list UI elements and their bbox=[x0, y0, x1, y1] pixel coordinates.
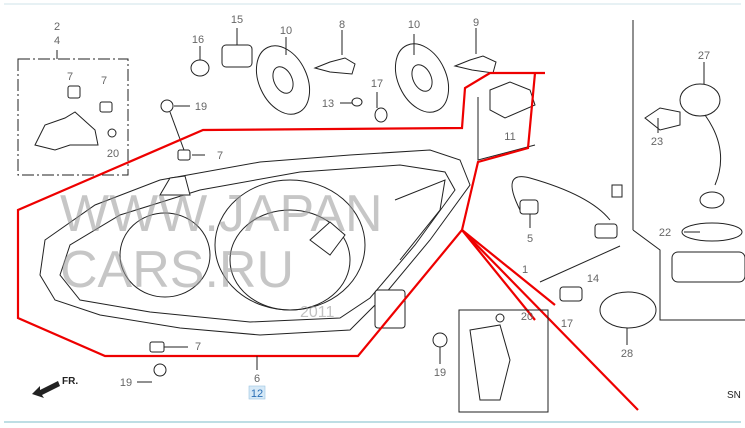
bracket-1[interactable] bbox=[469, 324, 511, 401]
callout-16[interactable]: 16 bbox=[192, 34, 204, 46]
callout-5[interactable]: 5 bbox=[527, 233, 533, 245]
callout-4[interactable]: 4 bbox=[54, 35, 60, 47]
socket-17[interactable] bbox=[559, 286, 583, 302]
callout-15[interactable]: 15 bbox=[231, 14, 243, 26]
clip-nut-7[interactable] bbox=[67, 85, 81, 99]
callout-19[interactable]: 19 bbox=[434, 367, 446, 379]
callout-8[interactable]: 8 bbox=[339, 19, 345, 31]
watermark-year: 2011 bbox=[300, 304, 335, 321]
adjuster-bracket[interactable] bbox=[374, 289, 406, 329]
front-arrow-icon bbox=[32, 381, 60, 398]
screw-20[interactable] bbox=[495, 313, 505, 323]
callout-2[interactable]: 2 bbox=[54, 21, 60, 33]
callout-28[interactable]: 28 bbox=[621, 348, 633, 360]
diagram-code: SN bbox=[727, 390, 741, 401]
callout-13[interactable]: 13 bbox=[322, 98, 334, 110]
bracket-kit-box bbox=[17, 50, 129, 176]
bracket-box bbox=[458, 309, 549, 413]
front-label: FR. bbox=[62, 376, 78, 387]
mount-bracket[interactable] bbox=[34, 111, 99, 151]
ballast[interactable] bbox=[671, 251, 745, 283]
callouts: 2 4 7 7 20 16 15 10 8 10 9 19 13 17 11 7… bbox=[54, 14, 710, 400]
screw-20[interactable] bbox=[107, 128, 117, 138]
clip-nut-7[interactable] bbox=[177, 149, 191, 161]
callout-27[interactable]: 27 bbox=[698, 50, 710, 62]
callout-7[interactable]: 7 bbox=[195, 341, 201, 353]
harness-5[interactable] bbox=[519, 199, 539, 215]
callout-6[interactable]: 6 bbox=[254, 373, 260, 385]
highlight-line bbox=[461, 229, 536, 321]
selected-callout-highlight bbox=[248, 385, 266, 400]
callout-7[interactable]: 7 bbox=[67, 71, 73, 83]
bulb-9[interactable] bbox=[453, 55, 497, 74]
bulb-8[interactable] bbox=[313, 57, 356, 75]
callout-10[interactable]: 10 bbox=[408, 19, 420, 31]
bulb-16[interactable] bbox=[190, 59, 210, 77]
callout-20[interactable]: 20 bbox=[107, 148, 119, 160]
bolt-19[interactable] bbox=[160, 99, 174, 113]
right-components bbox=[149, 20, 745, 413]
callout-7[interactable]: 7 bbox=[101, 75, 107, 87]
callout-7[interactable]: 7 bbox=[217, 150, 223, 162]
callout-12[interactable]: 12 bbox=[251, 388, 263, 400]
callout-1[interactable]: 1 bbox=[522, 264, 528, 276]
socket-15[interactable] bbox=[221, 44, 253, 68]
leader-lines bbox=[137, 28, 705, 383]
igniter-27[interactable] bbox=[679, 83, 721, 117]
callout-19[interactable]: 19 bbox=[195, 101, 207, 113]
callout-11[interactable]: 11 bbox=[504, 131, 515, 143]
callout-22[interactable]: 22 bbox=[659, 227, 671, 239]
highlight-outline bbox=[16, 71, 545, 358]
bulb-13[interactable] bbox=[351, 97, 363, 107]
top-components bbox=[160, 43, 536, 161]
clip-nut-7[interactable] bbox=[99, 101, 113, 113]
connector[interactable] bbox=[594, 223, 618, 239]
callout-17[interactable]: 17 bbox=[561, 318, 573, 330]
callout-17[interactable]: 17 bbox=[371, 78, 383, 90]
callout-9[interactable]: 9 bbox=[473, 17, 479, 29]
side-marker-28[interactable] bbox=[599, 291, 657, 329]
front-direction-indicator: FR. bbox=[32, 376, 78, 398]
highlight-line bbox=[461, 229, 556, 306]
callout-23[interactable]: 23 bbox=[651, 136, 663, 148]
bolt-19[interactable] bbox=[432, 332, 448, 348]
headlight-assembly[interactable] bbox=[39, 149, 471, 336]
socket-17[interactable] bbox=[374, 107, 388, 123]
callout-10[interactable]: 10 bbox=[280, 25, 292, 37]
bolt-19[interactable] bbox=[153, 363, 167, 377]
bulb-23[interactable] bbox=[644, 107, 681, 131]
clip-nut-7[interactable] bbox=[149, 341, 165, 353]
callout-14[interactable]: 14 bbox=[587, 273, 599, 285]
callout-20[interactable]: 20 bbox=[521, 311, 533, 323]
leveling-motor-11[interactable] bbox=[489, 81, 536, 119]
seal-22[interactable] bbox=[681, 222, 743, 242]
callout-19[interactable]: 19 bbox=[120, 377, 132, 389]
highlight-line bbox=[461, 229, 639, 411]
